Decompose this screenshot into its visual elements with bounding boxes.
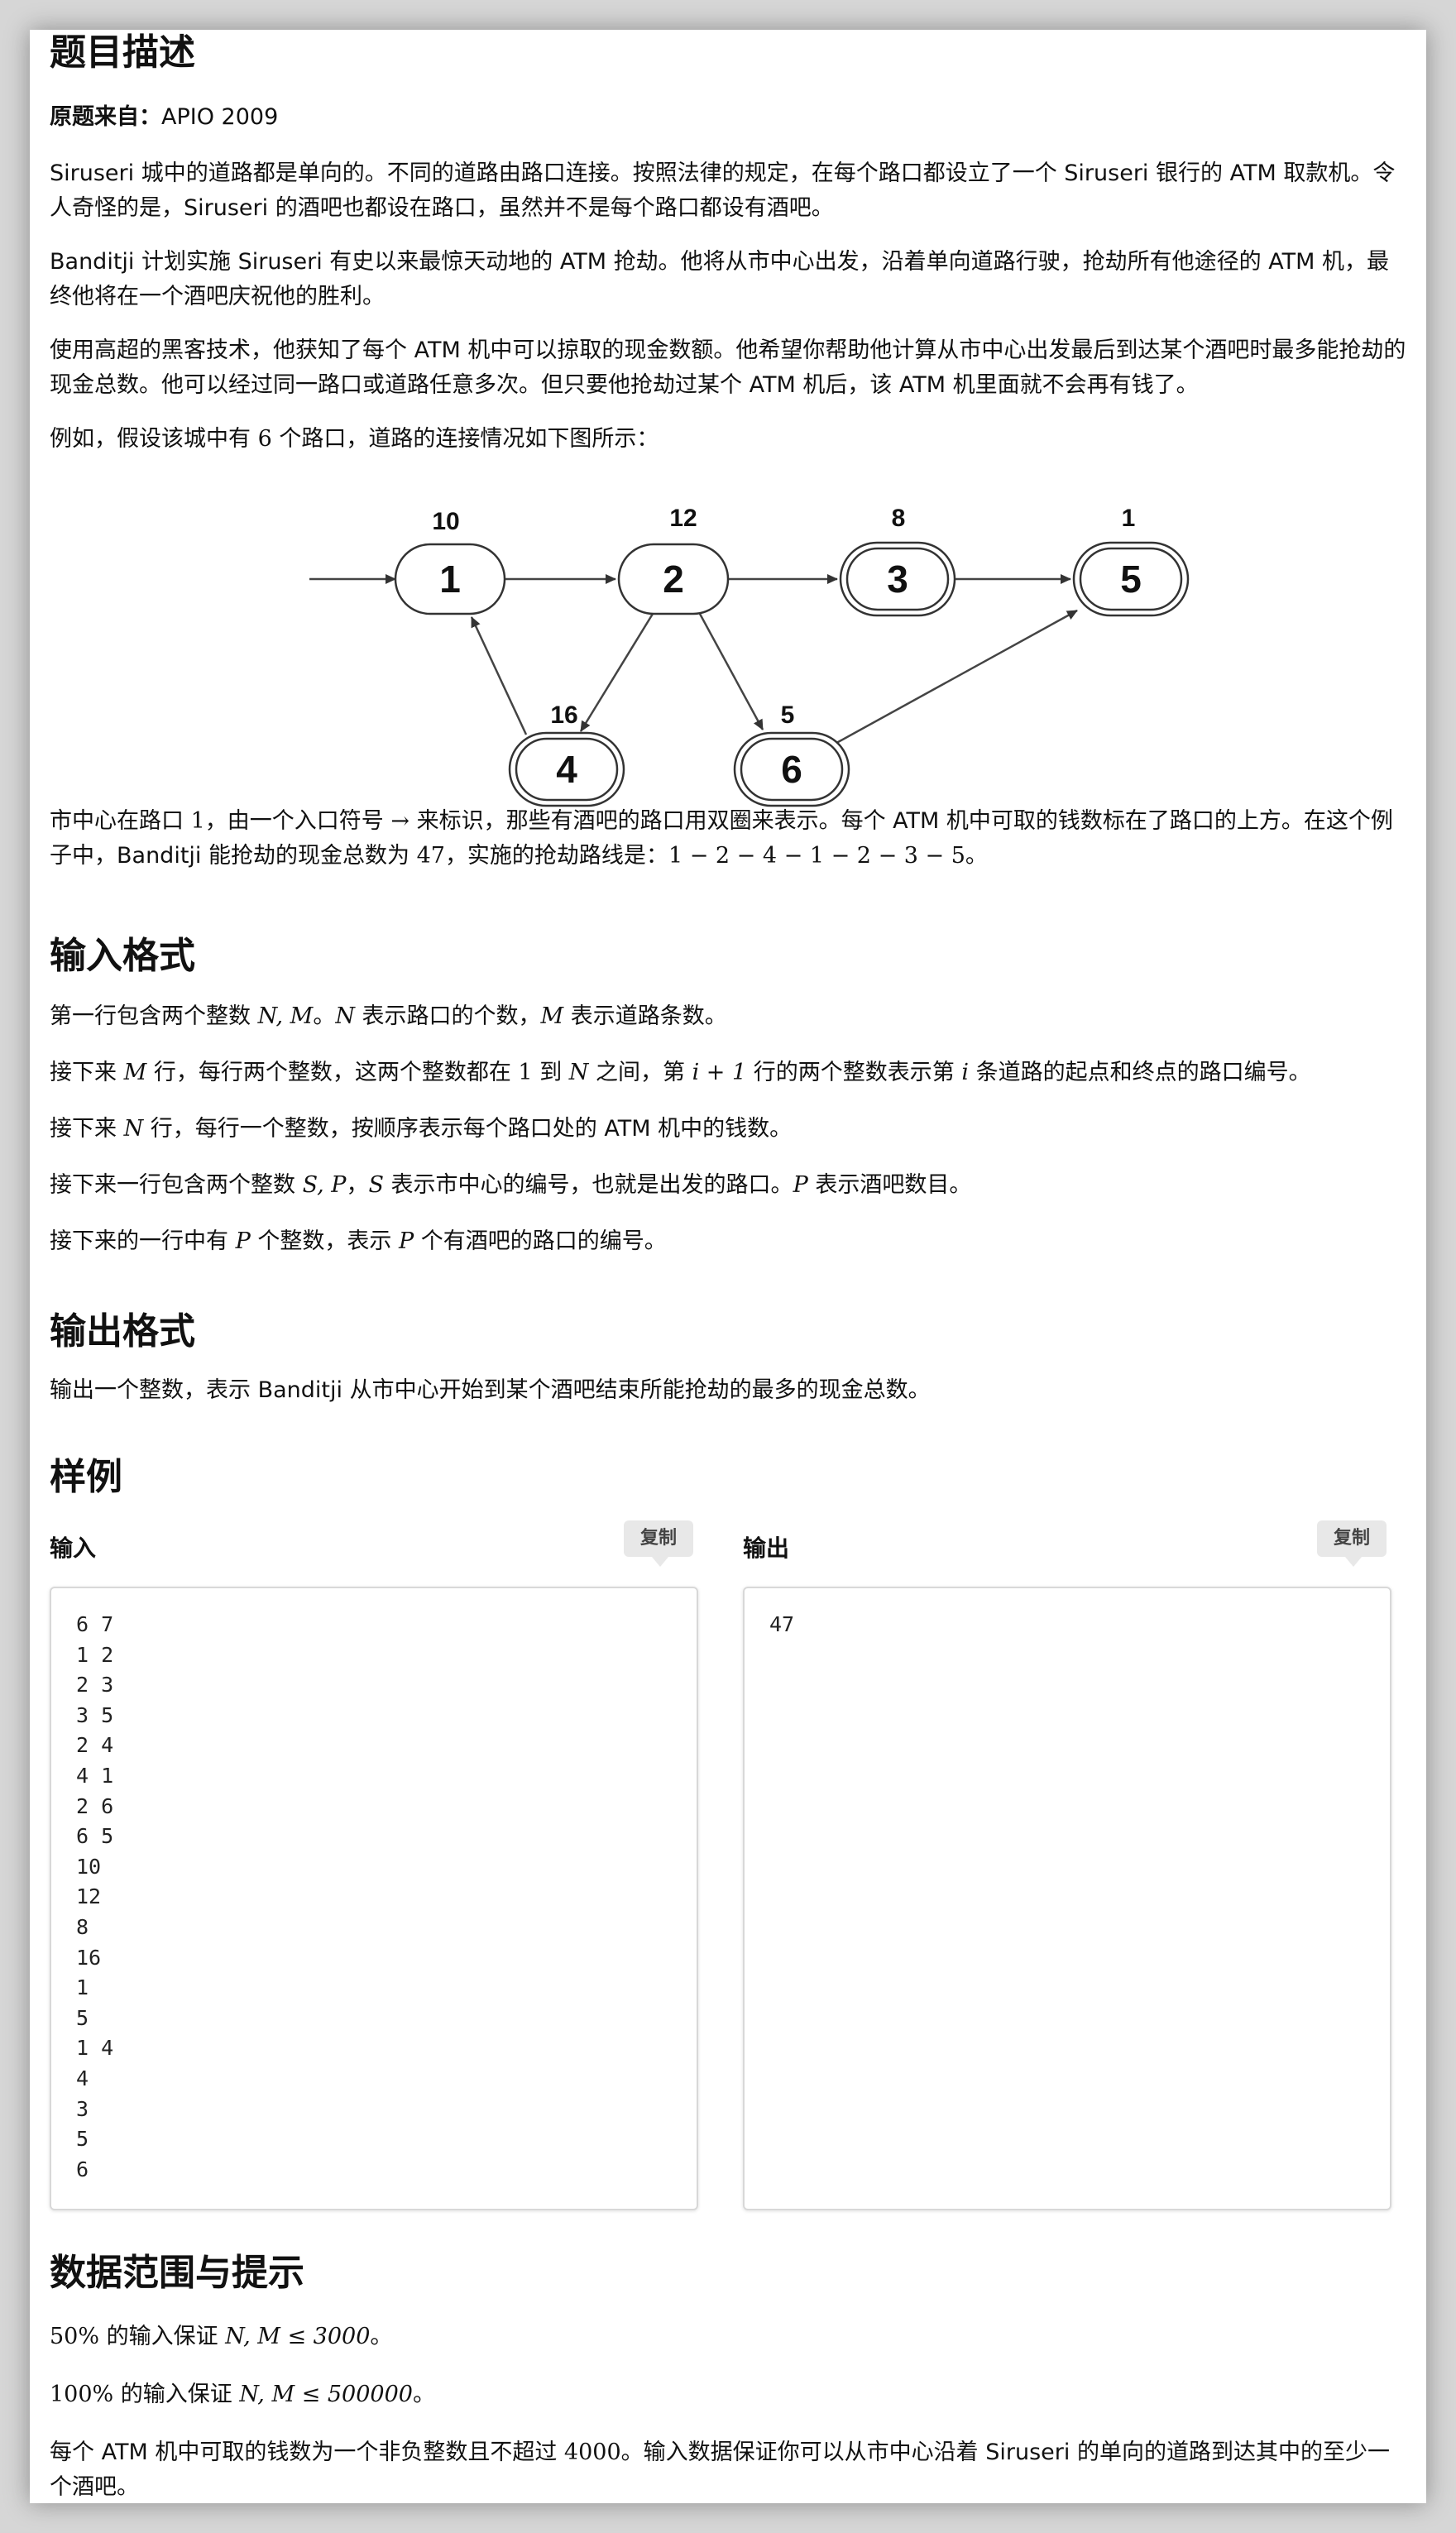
sample-input-box[interactable]: 6 7 1 2 2 3 3 5 2 4 4 1 2 6 6 5 10 12 8 … [50,1587,698,2210]
input-format-line-4: 接下来一行包含两个整数 S, P，S 表示市中心的编号，也就是出发的路口。P 表… [50,1172,972,1198]
node-label-6: 6 [781,748,802,791]
junction-graph-diagram: 1 2 3 5 4 6 10 12 8 1 16 5 [309,505,1190,807]
constraint-line-3: 每个 ATM 机中可取的钱数为一个非负整数且不超过 4000。输入数据保证你可以… [50,2440,1390,2500]
junction-node-6-inner [740,737,844,802]
edge-6-5 [830,609,1078,748]
node-value-1: 10 [432,508,459,535]
description-paragraph-4: 例如，假设该城中有 6 个路口，道路的连接情况如下图所示： [50,426,659,452]
sample-output-box[interactable]: 47 [743,1587,1391,2210]
sample-input-text[interactable]: 6 7 1 2 2 3 3 5 2 4 4 1 2 6 6 5 10 12 8 … [76,1612,114,2181]
description-paragraph-3: 使用高超的黑客技术，他获知了每个 ATM 机中可以掠取的现金数额。他希望你帮助他… [50,338,1406,398]
constraint-line-2: 100% 的输入保证 N, M ≤ 500000。 [50,2382,435,2407]
copy-output-button[interactable]: 复制 [1317,1520,1387,1567]
edge-4-1 [470,616,528,735]
sample-heading: 样例 [50,1456,122,1498]
problem-page: 题目描述 原题来自：APIO 2009 Siruseri 城中的道路都是单向的。… [30,30,1426,2503]
sample-input-label: 输入 [50,1535,97,1562]
node-value-4: 16 [550,701,577,729]
input-format-heading: 输入格式 [50,935,195,977]
node-value-5: 1 [1122,505,1136,532]
sample-output-text[interactable]: 47 [769,1612,795,1636]
input-format-line-5: 接下来的一行中有 P 个整数，表示 P 个有酒吧的路口的编号。 [50,1228,667,1254]
description-paragraph-1: Siruseri 城中的道路都是单向的。不同的道路由路口连接。按照法律的规定，在… [50,160,1396,221]
edge-2-6 [698,613,764,730]
input-format-line-1: 第一行包含两个整数 N, M。N 表示路口的个数，M 表示道路条数。 [50,1003,727,1029]
junction-node-3-inner [845,547,950,611]
junction-node-2 [617,543,730,615]
output-format-text: 输出一个整数，表示 Banditji 从市中心开始到某个酒吧结束所能抢劫的最多的… [50,1377,931,1403]
node-label-3: 3 [887,558,908,601]
description-paragraph-2: Banditji 计划实施 Siruseri 有史以来最惊天动地的 ATM 抢劫… [50,249,1389,309]
constraint-line-1: 50% 的输入保证 N, M ≤ 3000。 [50,2324,393,2349]
node-label-4: 4 [556,748,577,791]
junction-node-5-inner [1079,547,1183,611]
junction-node-1 [394,543,506,615]
edge-2-4 [579,613,654,732]
source-value: APIO 2009 [161,104,279,130]
node-value-6: 5 [781,701,795,729]
node-label-1: 1 [439,558,461,601]
node-label-2: 2 [663,558,684,601]
input-format-line-2: 接下来 M 行，每行两个整数，这两个整数都在 1 到 N 之间，第 i + 1 … [50,1060,1311,1085]
junction-node-4-inner [515,737,619,802]
source-line: 原题来自：APIO 2009 [50,100,1406,135]
node-value-2: 12 [669,505,697,532]
node-value-3: 8 [892,505,906,532]
copy-input-button[interactable]: 复制 [624,1520,693,1567]
constraints-heading: 数据范围与提示 [50,2252,304,2294]
sample-output-label: 输出 [743,1535,790,1562]
input-format-line-3: 接下来 N 行，每行一个整数，按顺序表示每个路口处的 ATM 机中的钱数。 [50,1116,793,1142]
node-label-5: 5 [1120,558,1142,601]
description-paragraph-5: 市中心在路口 1，由一个入口符号 → 来标识，那些有酒吧的路口用双圈来表示。每个… [50,808,1393,869]
output-format-heading: 输出格式 [50,1310,195,1353]
description-heading: 题目描述 [50,31,195,74]
source-label: 原题来自： [50,104,161,130]
